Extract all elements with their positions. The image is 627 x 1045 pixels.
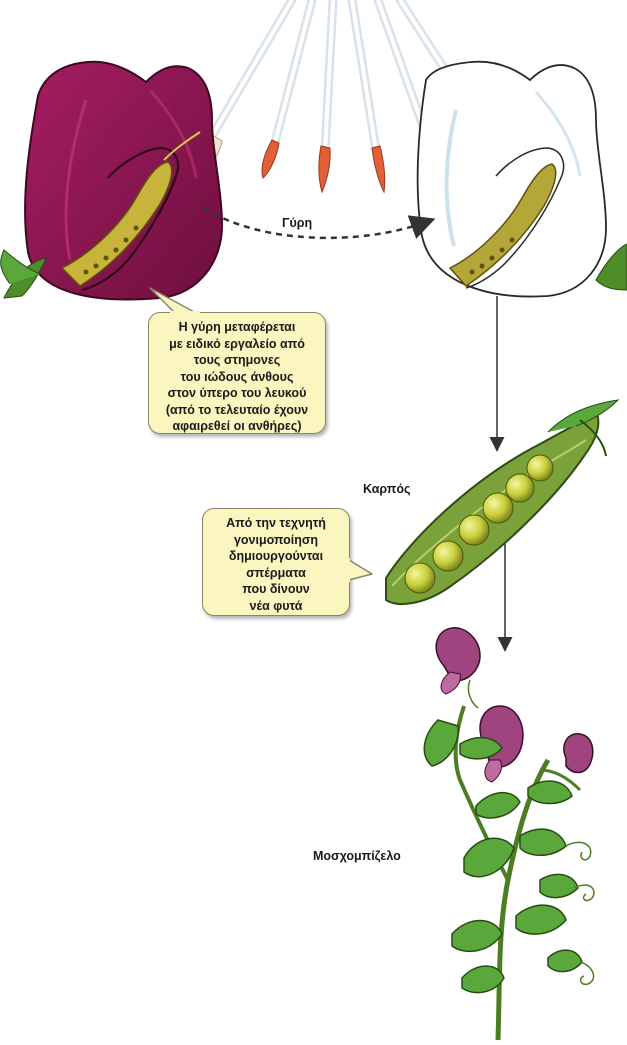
plant-leaf <box>464 838 514 876</box>
callout-line: αφαιρεθεί οι ανθήρες) <box>155 418 319 435</box>
pollen-label: Γύρη <box>282 216 312 230</box>
pea <box>483 493 513 523</box>
plant-flower <box>564 734 593 773</box>
callout-line: Από την τεχνητή <box>209 515 343 532</box>
brush-4 <box>352 0 385 192</box>
plant-leaf <box>520 829 566 855</box>
callout-line: δημιουργούνται <box>209 548 343 565</box>
pea-plant <box>424 628 594 1040</box>
pea-pod <box>386 400 618 604</box>
pollen-transfer-arrow <box>204 208 426 238</box>
pollen-transfer-callout: Η γύρη μεταφέρεται με ειδικό εργαλείο απ… <box>148 312 326 434</box>
plant-leaf <box>548 950 582 971</box>
pea <box>459 515 489 545</box>
pea <box>405 563 435 593</box>
plant-leaf <box>476 793 520 818</box>
callout-line: τους στημονες <box>155 352 319 369</box>
callout-line: σπέρματα <box>209 565 343 582</box>
fruit-label: Καρπός <box>363 482 411 496</box>
plant-label: Μοσχομπίζελο <box>313 849 401 863</box>
callout-line: (από το τελευταίο έχουν <box>155 402 319 419</box>
plant-leaf <box>540 874 578 897</box>
seeds-callout: Από την τεχνητή γονιμοποίηση δημιουργούν… <box>202 508 350 616</box>
plant-flower <box>436 628 480 694</box>
plant-leaf <box>452 921 502 952</box>
brush-3 <box>319 0 333 192</box>
plant-leaf <box>516 905 566 934</box>
callout-line: με ειδικό εργαλείο από <box>155 336 319 353</box>
pea <box>506 474 534 502</box>
callout-line: του ιώδους άνθους <box>155 369 319 386</box>
pea <box>433 541 463 571</box>
peas <box>405 455 553 593</box>
plant-leaf <box>424 720 458 766</box>
callout-line: στον ύπερο του λευκού <box>155 385 319 402</box>
plant-leaf <box>528 781 572 803</box>
callout-line: Η γύρη μεταφέρεται <box>155 319 319 336</box>
purple-flower <box>1 62 222 300</box>
callout-line: νέα φυτά <box>209 598 343 615</box>
white-flower <box>418 62 627 297</box>
pea <box>527 455 553 481</box>
callout-line: που δίνουν <box>209 581 343 598</box>
brush-2 <box>262 0 312 178</box>
callout-line: γονιμοποίηση <box>209 532 343 549</box>
